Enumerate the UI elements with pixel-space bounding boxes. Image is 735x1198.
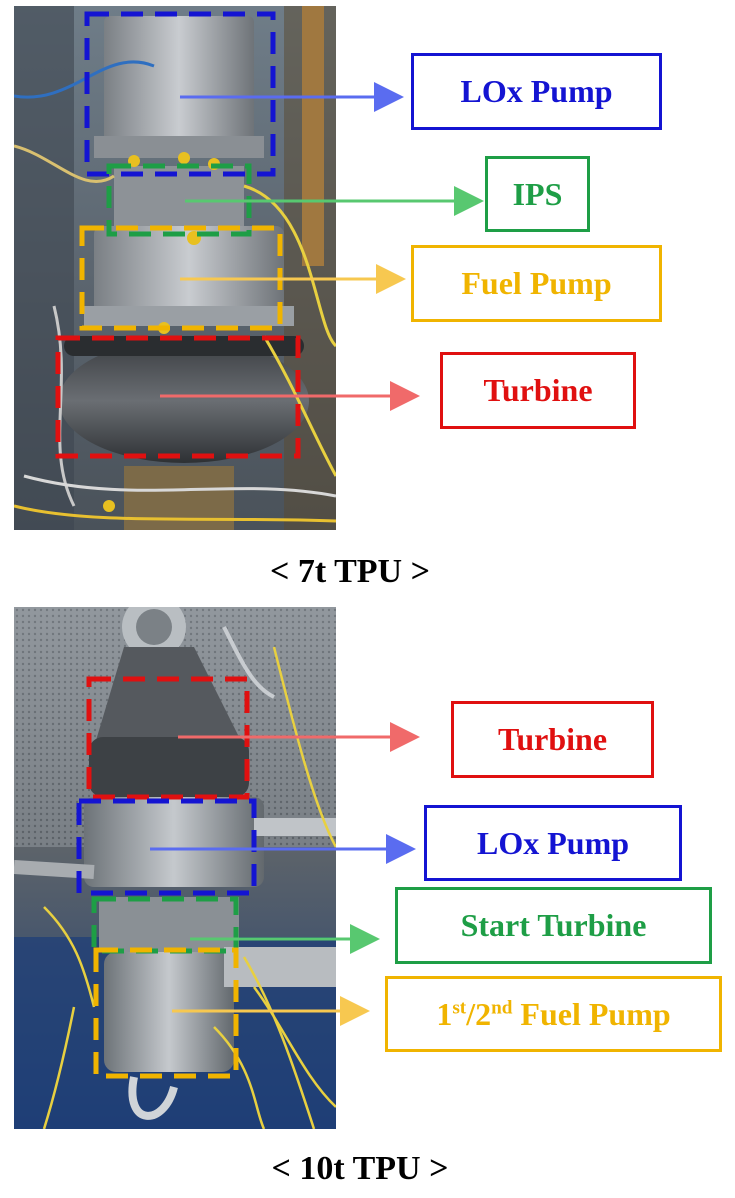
tpu7-turbine-region [55,335,301,459]
tpu7-lox-region [84,11,276,177]
tpu10-lox-region [76,798,257,896]
fuel-pump-num2: /2 [466,995,492,1032]
tpu7-fuel-pump-text: Fuel Pump [461,265,612,301]
tpu7-turbine-label: Turbine [440,352,636,429]
tpu10-start-turbine-label: Start Turbine [395,887,712,964]
tpu10-lox-pump-text: LOx Pump [476,824,630,861]
tpu10-caption: < 10t TPU > [271,1150,449,1187]
tpu10-fuel-pump-text: 1st/2nd Fuel Pump [436,996,670,1033]
fuel-pump-num1: 1 [436,995,453,1032]
tpu7-ips-text: IPS [512,175,563,212]
tpu10-start-turbine-text: Start Turbine [460,907,647,943]
tpu10-turbine-text: Turbine [497,721,608,757]
tpu7-photo [14,6,336,530]
tpu10-engine-illustration [14,607,336,1129]
fuel-pump-sup2: nd [491,996,513,1018]
tpu7-ips-label: IPS [485,156,590,232]
tpu10-photo [14,607,336,1129]
tpu7-lox-pump-text: LOx Pump [460,73,613,109]
tpu10-turbine-label: Turbine [451,701,654,778]
tpu10-lox-pump-label: LOx Pump [424,805,682,881]
fuel-pump-tail: Fuel Pump [512,995,671,1032]
fuel-pump-sup1: st [452,996,467,1018]
tpu10-fuel-pump-label: 1st/2nd Fuel Pump [385,976,722,1052]
tpu7-engine-illustration [14,6,336,530]
tpu7-fuel-pump-label: Fuel Pump [411,245,662,322]
tpu7-caption: < 7t TPU > [270,553,430,590]
tpu7-turbine-text: Turbine [483,372,593,408]
tpu10-start-turbine-region [91,896,239,954]
tpu7-lox-pump-label: LOx Pump [411,53,662,130]
tpu10-fuel-region [93,947,239,1079]
